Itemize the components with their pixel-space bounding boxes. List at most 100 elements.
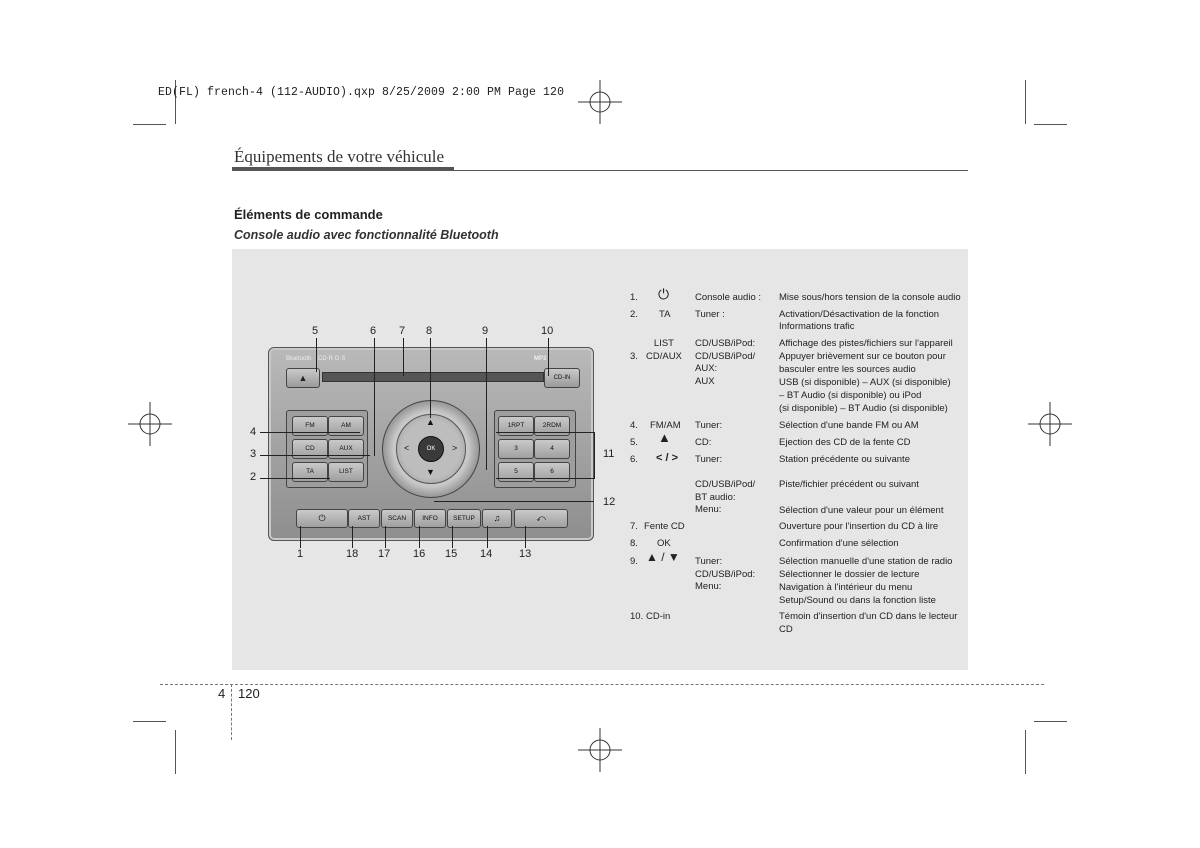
leader-line <box>374 338 375 456</box>
left-arrow-icon[interactable]: < <box>404 443 410 453</box>
up-arrow-icon[interactable]: ▲ <box>426 417 435 427</box>
preset-4-button[interactable]: 4 <box>534 439 570 459</box>
section-title: Équipements de votre véhicule <box>234 147 445 166</box>
ok-button[interactable]: OK <box>418 436 444 462</box>
legend-key: FM/AM <box>650 420 681 431</box>
legend-desc: Informations trafic <box>779 321 855 332</box>
legend-sub: Tuner: CD/USB/iPod: Menu: <box>695 556 756 592</box>
callout-7: 7 <box>399 325 406 337</box>
page-number: 120 <box>238 686 260 701</box>
legend-sub: Tuner: <box>695 454 723 465</box>
legend-num: 9. <box>630 556 638 567</box>
leader-line <box>419 526 420 548</box>
leader-line <box>385 526 386 548</box>
eject-icon: ▲ <box>658 430 671 445</box>
leader-line <box>486 338 487 470</box>
legend-desc: Affichage des pistes/fichiers sur l'appa… <box>779 338 953 349</box>
fm-button[interactable]: FM <box>292 416 328 436</box>
registration-mark-icon <box>128 402 172 446</box>
registration-mark-icon <box>578 80 622 124</box>
crop-mark <box>175 730 176 774</box>
callout-16: 16 <box>413 548 426 560</box>
list-button[interactable]: LIST <box>328 462 364 482</box>
footer-divider <box>231 684 232 740</box>
crop-mark <box>1034 721 1067 722</box>
callout-9: 9 <box>482 325 489 337</box>
leader-line <box>260 455 370 456</box>
leader-line <box>487 526 488 548</box>
cd-slot <box>322 372 544 382</box>
legend-num: 5. <box>630 437 638 448</box>
preset-1-button[interactable]: 1RPT <box>498 416 534 436</box>
leader-line <box>496 432 594 433</box>
legend-desc: Setup/Sound ou dans la fonction liste <box>779 595 936 606</box>
preset-5-button[interactable]: 5 <box>498 462 534 482</box>
leader-line <box>496 478 594 479</box>
callout-18: 18 <box>346 548 359 560</box>
setup-button[interactable]: SETUP <box>447 509 481 528</box>
down-arrow-icon[interactable]: ▼ <box>426 467 435 477</box>
leader-line <box>260 432 360 433</box>
chapter-number: 4 <box>218 686 226 701</box>
callout-14: 14 <box>480 548 493 560</box>
legend-sub: Tuner : <box>695 309 725 320</box>
am-button[interactable]: AM <box>328 416 364 436</box>
seek-icon: < / > <box>656 452 679 464</box>
legend-num: 7. <box>630 521 638 532</box>
mp3-label: MP3 <box>534 356 547 362</box>
right-arrow-icon[interactable]: > <box>452 443 458 453</box>
leader-line <box>452 526 453 548</box>
preset-2-button[interactable]: 2RDM <box>534 416 570 436</box>
legend-num: 3. <box>630 351 638 362</box>
legend-key: LIST CD/AUX <box>646 338 682 362</box>
music-button[interactable]: ♫ <box>482 509 512 528</box>
legend-num: 10. <box>630 611 644 622</box>
callout-10: 10 <box>541 325 554 337</box>
legend-key: TA <box>659 309 671 320</box>
ta-button[interactable]: TA <box>292 462 328 482</box>
cd-in-indicator: CD-IN <box>544 368 580 388</box>
aux-button[interactable]: AUX <box>328 439 364 459</box>
crop-mark <box>175 80 176 124</box>
cd-label: CD·R·D·S <box>318 356 346 362</box>
registration-mark-icon <box>578 728 622 772</box>
section-rule-accent <box>232 167 454 171</box>
legend-desc: Mise sous/hors tension de la console aud… <box>779 292 961 303</box>
legend-desc: Navigation à l'intérieur du menu <box>779 582 913 593</box>
leader-line <box>260 478 330 479</box>
legend-sub: CD/USB/iPod/ BT audio: Menu: <box>695 479 756 515</box>
callout-3: 3 <box>250 448 257 460</box>
leader-line <box>316 338 317 372</box>
up-down-icon: ▲ / ▼ <box>646 550 680 564</box>
scan-button[interactable]: SCAN <box>381 509 413 528</box>
back-button[interactable]: ⤺ <box>514 509 568 528</box>
legend-num: 4. <box>630 420 638 431</box>
crop-mark <box>1034 124 1067 125</box>
legend-num: 6. <box>630 454 638 465</box>
preset-6-button[interactable]: 6 <box>534 462 570 482</box>
power-button[interactable]: ⏻ <box>296 509 348 528</box>
legend-num: 8. <box>630 538 638 549</box>
leader-line <box>352 526 353 548</box>
leader-line <box>594 432 595 479</box>
legend-desc: Appuyer brièvement sur ce bouton pour <box>779 351 946 362</box>
print-slug: ED(FL) french-4 (112-AUDIO).qxp 8/25/200… <box>158 86 565 99</box>
power-icon: ⏻ <box>658 286 670 302</box>
ast-button[interactable]: AST <box>348 509 380 528</box>
section-rule <box>232 170 968 171</box>
legend-key: OK <box>657 538 671 549</box>
legend-sub: CD: <box>695 437 712 448</box>
page-subheading: Console audio avec fonctionnalité Blueto… <box>234 228 499 242</box>
legend-desc: Station précédente ou suivante <box>779 454 910 465</box>
footer-rule <box>160 684 1044 685</box>
cd-button[interactable]: CD <box>292 439 328 459</box>
preset-3-button[interactable]: 3 <box>498 439 534 459</box>
callout-6: 6 <box>370 325 377 337</box>
legend-desc: Témoin d'insertion d'un CD dans le lecte… <box>779 611 958 622</box>
info-button[interactable]: INFO <box>414 509 446 528</box>
bluetooth-label: Bluetooth <box>286 356 312 362</box>
legend-desc: CD <box>779 624 793 635</box>
legend-desc: Ouverture pour l'insertion du CD à lire <box>779 521 939 532</box>
leader-line <box>548 338 549 376</box>
eject-button[interactable]: ▲ <box>286 368 320 388</box>
